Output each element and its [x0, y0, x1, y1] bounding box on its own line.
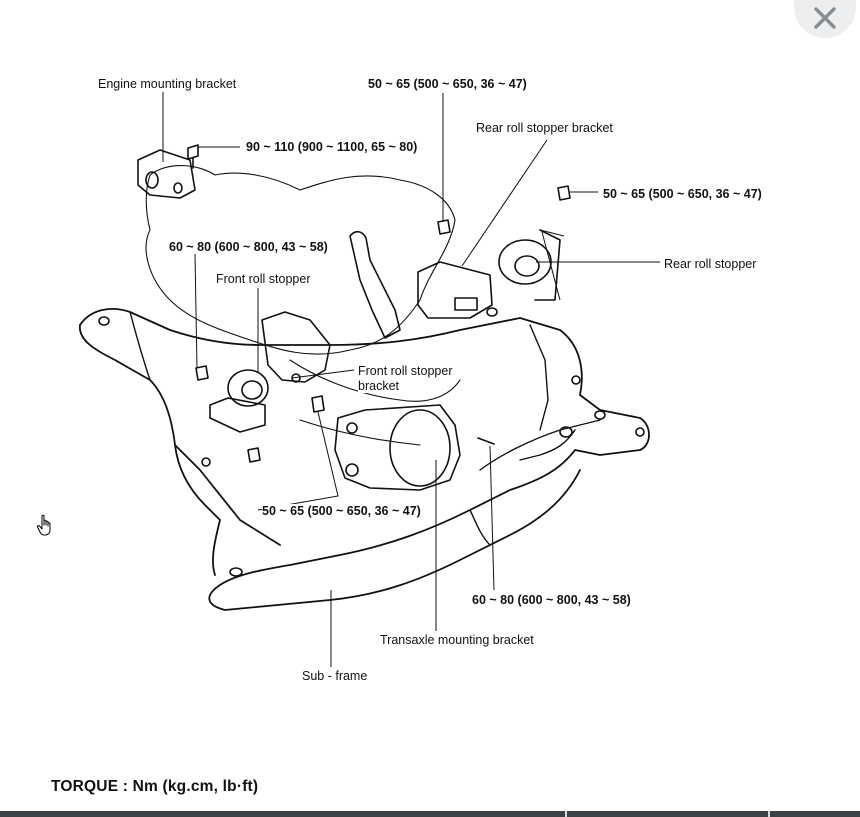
bottom-toolbar-segment	[770, 811, 860, 817]
leader-torque-bottom-center	[257, 411, 339, 511]
hand-pointer-icon	[36, 514, 51, 536]
engine-mount-bracket-shape	[137, 149, 196, 199]
label-rear-roll-stopper-bracket: Rear roll stopper bracket	[476, 121, 613, 135]
torque-heading: TORQUE : Nm (kg.cm, lb·ft)	[51, 778, 259, 795]
leader-front-roll-stopper-bracket	[291, 369, 355, 379]
close-icon	[814, 7, 836, 29]
bottom-toolbar-segment	[567, 811, 768, 817]
engine-outline	[145, 164, 456, 355]
subframe-outline	[79, 308, 650, 611]
rear-roll-stopper-bracket-shape	[417, 261, 493, 319]
label-front-roll-stopper: Front roll stopper	[216, 272, 311, 286]
label-torque-engine-bolt: 90 ~ 110 (900 ~ 1100, 65 ~ 80)	[246, 140, 418, 154]
label-torque-front-left: 60 ~ 80 (600 ~ 800, 43 ~ 58)	[169, 240, 328, 254]
label-front-roll-stopper-bracket-line1: Front roll stopper	[358, 364, 453, 378]
label-sub-frame: Sub - frame	[302, 669, 368, 683]
front-roll-stopper-bracket-shape	[261, 311, 331, 383]
bottom-toolbar-divider	[565, 811, 567, 817]
label-transaxle-mounting-bracket: Transaxle mounting bracket	[380, 633, 534, 647]
label-torque-bottom-right: 60 ~ 80 (600 ~ 800, 43 ~ 58)	[472, 593, 631, 607]
label-rear-roll-stopper: Rear roll stopper	[664, 257, 757, 271]
bottom-toolbar-divider	[768, 811, 770, 817]
label-engine-mounting-bracket: Engine mounting bracket	[98, 77, 237, 91]
front-roll-stopper-shape	[227, 369, 269, 407]
label-front-roll-stopper-bracket-line2: bracket	[358, 379, 399, 393]
label-torque-bottom-center: 50 ~ 65 (500 ~ 650, 36 ~ 47)	[262, 504, 421, 518]
bottom-toolbar-segment	[0, 811, 565, 817]
leader-torque-bottom-right	[489, 445, 495, 591]
bottom-toolbar	[0, 811, 860, 817]
label-torque-top-center: 50 ~ 65 (500 ~ 650, 36 ~ 47)	[368, 77, 527, 91]
label-torque-rear-right: 50 ~ 65 (500 ~ 650, 36 ~ 47)	[603, 187, 762, 201]
leader-rear-roll-stopper-bracket	[461, 139, 548, 267]
leader-torque-front-left	[194, 253, 198, 369]
transaxle-bracket-shape	[334, 404, 461, 491]
